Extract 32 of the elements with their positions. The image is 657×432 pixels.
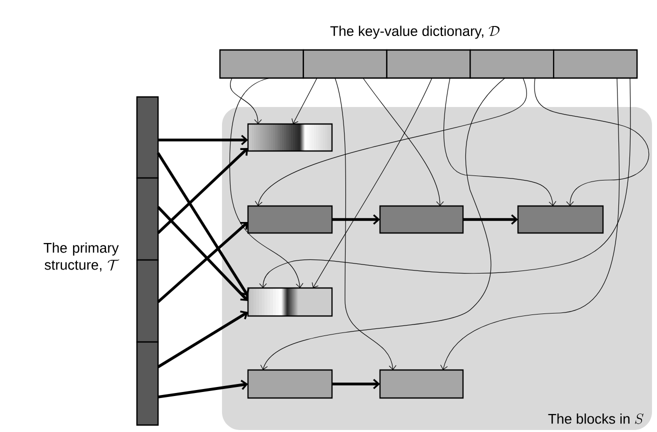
arrow xyxy=(157,222,248,304)
arrow xyxy=(534,78,650,206)
block xyxy=(379,205,464,234)
arrow xyxy=(158,134,248,146)
arrow xyxy=(157,310,248,368)
block xyxy=(517,205,604,234)
arrow xyxy=(440,78,620,370)
arrow xyxy=(260,78,506,370)
arrow xyxy=(157,148,248,234)
arrow xyxy=(463,214,518,225)
arrow xyxy=(332,214,380,225)
block xyxy=(247,369,333,399)
arrow xyxy=(312,78,432,288)
arrow xyxy=(362,78,444,206)
gradient-block xyxy=(247,123,333,152)
arrow xyxy=(332,378,380,390)
arrow xyxy=(157,206,248,301)
block xyxy=(247,205,333,234)
arrow xyxy=(292,78,318,124)
bar-label: The primary structure, $\mathcal{T}$ xyxy=(44,242,120,272)
arrow xyxy=(156,152,250,296)
arrow xyxy=(334,78,396,370)
arrow xyxy=(158,380,248,398)
region-label: The blocks in $S$ xyxy=(548,414,644,424)
block xyxy=(379,369,464,399)
gradient-block xyxy=(247,287,333,317)
arrow xyxy=(229,78,304,288)
bar-label: The key-value dictionary, $\mathcal{D}$ xyxy=(330,26,500,39)
arrow xyxy=(254,78,528,206)
arrow xyxy=(230,78,262,124)
arrow xyxy=(444,78,556,206)
arrow xyxy=(259,78,631,288)
